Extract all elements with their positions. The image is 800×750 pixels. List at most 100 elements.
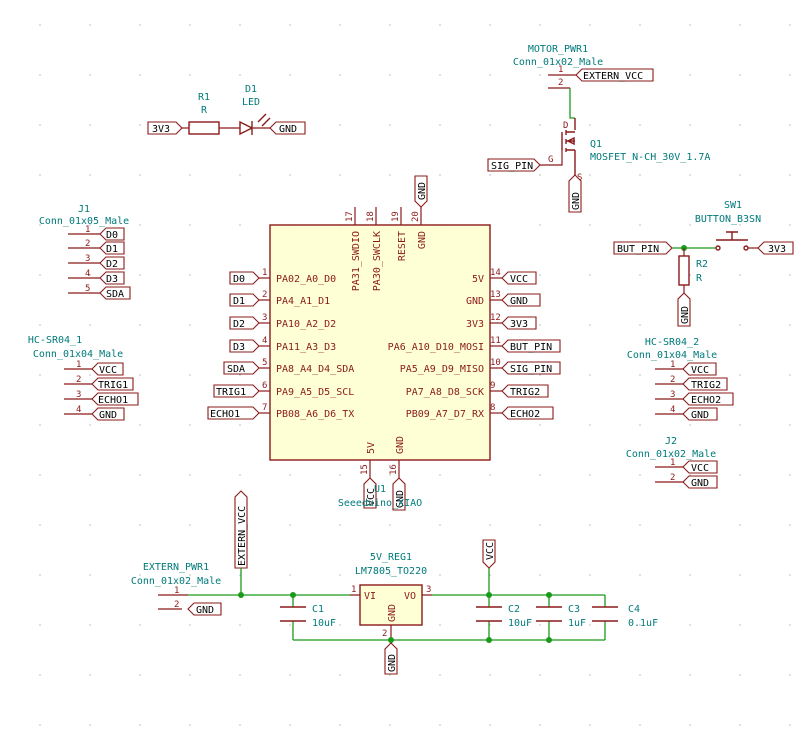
svg-text:3V3: 3V3 bbox=[768, 244, 786, 255]
grid-dot bbox=[739, 674, 741, 676]
grid-dot bbox=[739, 224, 741, 226]
grid-dot bbox=[589, 24, 591, 26]
grid-dot bbox=[789, 674, 791, 676]
svg-text:1: 1 bbox=[174, 586, 179, 596]
grid-dot bbox=[139, 174, 141, 176]
grid-dot bbox=[389, 474, 391, 476]
grid-dot bbox=[789, 374, 791, 376]
grid-dot bbox=[539, 24, 541, 26]
u1-seeeduino-xiao[interactable]: 1PA02_A0_D02PA4_A1_D13PA10_A2_D24PA11_A3… bbox=[207, 175, 561, 511]
svg-text:2: 2 bbox=[76, 375, 81, 385]
grid-dot bbox=[439, 674, 441, 676]
grid-dot bbox=[439, 174, 441, 176]
power-regulator-section[interactable]: EXTERN_PWR1 Conn_01x02_Male 1 2 GND EXTE… bbox=[131, 490, 658, 675]
grid-dot bbox=[189, 24, 191, 26]
svg-text:D2: D2 bbox=[106, 259, 118, 270]
svg-text:S: S bbox=[577, 173, 582, 183]
u1-pin-name: PA31_SWDIO bbox=[351, 231, 362, 291]
grid-dot bbox=[539, 424, 541, 426]
label-vcc-hc2: VCC bbox=[682, 362, 717, 376]
grid-dot bbox=[639, 674, 641, 676]
grid-dot bbox=[639, 724, 641, 726]
grid-dot bbox=[739, 174, 741, 176]
grid-dot bbox=[739, 274, 741, 276]
grid-dot bbox=[289, 24, 291, 26]
u1-pin-name: PA6_A10_D10_MOSI bbox=[388, 342, 484, 353]
svg-text:SW1: SW1 bbox=[724, 200, 742, 211]
label-sig-pin-u1: SIG_PIN bbox=[501, 361, 561, 375]
grid-dot bbox=[389, 724, 391, 726]
label-but-pin-u1: BUT_PIN bbox=[501, 339, 561, 353]
grid-dot bbox=[389, 174, 391, 176]
grid-dot bbox=[589, 174, 591, 176]
hc-sr04-2-connector[interactable]: HC-SR04_2 Conn_01x04_Male 1 2 3 4 VCC TR… bbox=[627, 337, 734, 421]
svg-text:2: 2 bbox=[174, 600, 179, 610]
grid-dot bbox=[139, 224, 141, 226]
svg-text:VCC: VCC bbox=[691, 463, 709, 474]
grid-dot bbox=[539, 124, 541, 126]
q1-value: MOSFET_N-CH_30V_1.7A bbox=[590, 152, 710, 163]
grid-dot bbox=[589, 374, 591, 376]
grid-dot bbox=[139, 324, 141, 326]
motor-pins bbox=[548, 74, 576, 89]
svg-text:VCC: VCC bbox=[99, 365, 117, 376]
label-vcc-hc1: VCC bbox=[91, 362, 124, 376]
label-gnd-u1-top: GND bbox=[414, 175, 428, 208]
j2-connector[interactable]: J2 Conn_01x02_Male 1 2 VCC GND bbox=[626, 436, 718, 489]
svg-text:TRIG1: TRIG1 bbox=[216, 387, 246, 398]
r1-d1-group[interactable]: R1 R D1 LED 3V3 GND bbox=[147, 84, 306, 136]
u1-pin-name: PA10_A2_D2 bbox=[276, 319, 336, 330]
label-d2-u1: D2 bbox=[229, 316, 260, 330]
grid-dot bbox=[689, 724, 691, 726]
grid-dot bbox=[689, 674, 691, 676]
grid-dot bbox=[139, 474, 141, 476]
grid-dot bbox=[239, 74, 241, 76]
svg-text:VCC: VCC bbox=[510, 274, 528, 285]
grid-dot bbox=[639, 274, 641, 276]
u1-pin-name: PB09_A7_D7_RX bbox=[406, 409, 484, 420]
svg-text:D0: D0 bbox=[106, 230, 118, 241]
grid-dot bbox=[339, 174, 341, 176]
label-gnd-d1: GND bbox=[269, 121, 306, 135]
grid-dot bbox=[89, 74, 91, 76]
label-3v3-u1: 3V3 bbox=[501, 316, 537, 330]
grid-dot bbox=[189, 274, 191, 276]
svg-text:2: 2 bbox=[382, 629, 387, 639]
u1-pin-number: 10 bbox=[490, 358, 501, 368]
grid-dot bbox=[189, 674, 191, 676]
c3-capacitor-symbol bbox=[536, 606, 562, 622]
svg-text:HC-SR04_1: HC-SR04_1 bbox=[28, 335, 82, 346]
grid-dot bbox=[139, 624, 141, 626]
grid-dot bbox=[689, 24, 691, 26]
j1-pins bbox=[68, 233, 100, 294]
label-3v3-r1: 3V3 bbox=[147, 121, 183, 135]
r2-ref: R2 bbox=[696, 259, 708, 270]
motor-pwr-group[interactable]: MOTOR_PWR1 Conn_01x02_Male 1 2 EXTERN_VC… bbox=[487, 44, 710, 213]
label-gnd-q1: GND bbox=[568, 174, 582, 213]
grid-dot bbox=[139, 374, 141, 376]
grid-dot bbox=[689, 574, 691, 576]
grid-dot bbox=[789, 124, 791, 126]
svg-text:3V3: 3V3 bbox=[152, 124, 170, 135]
u1-pin-name: PA7_A8_D8_SCK bbox=[406, 387, 484, 398]
svg-text:GND: GND bbox=[196, 605, 214, 616]
u1-pin-number: 3 bbox=[262, 313, 267, 323]
sw1-r2-group[interactable]: SW1 BUTTON_B3SN BUT_PIN 3V3 R2 R GND bbox=[613, 200, 794, 327]
hc-sr04-1-connector[interactable]: HC-SR04_1 Conn_01x04_Male 1 2 3 4 VCC TR… bbox=[28, 335, 139, 421]
svg-text:TRIG2: TRIG2 bbox=[691, 380, 721, 391]
j1-connector[interactable]: J1 Conn_01x05_Male 1 2 3 4 5 D0 D1 D2 D3… bbox=[39, 204, 131, 300]
c2-capacitor-symbol bbox=[476, 606, 502, 622]
grid-dot bbox=[539, 674, 541, 676]
svg-text:3: 3 bbox=[670, 390, 675, 400]
grid-dot bbox=[539, 224, 541, 226]
label-extern-vcc-motor: EXTERN_VCC bbox=[575, 68, 654, 82]
grid-dot bbox=[339, 524, 341, 526]
grid-dot bbox=[89, 624, 91, 626]
u1-ref: U1 bbox=[374, 484, 386, 495]
grid-dot bbox=[89, 324, 91, 326]
svg-text:D2: D2 bbox=[233, 319, 245, 330]
grid-dot bbox=[489, 124, 491, 126]
svg-text:VCC: VCC bbox=[485, 542, 496, 560]
u1-pin-number: 5 bbox=[262, 358, 267, 368]
svg-text:1: 1 bbox=[85, 225, 90, 235]
